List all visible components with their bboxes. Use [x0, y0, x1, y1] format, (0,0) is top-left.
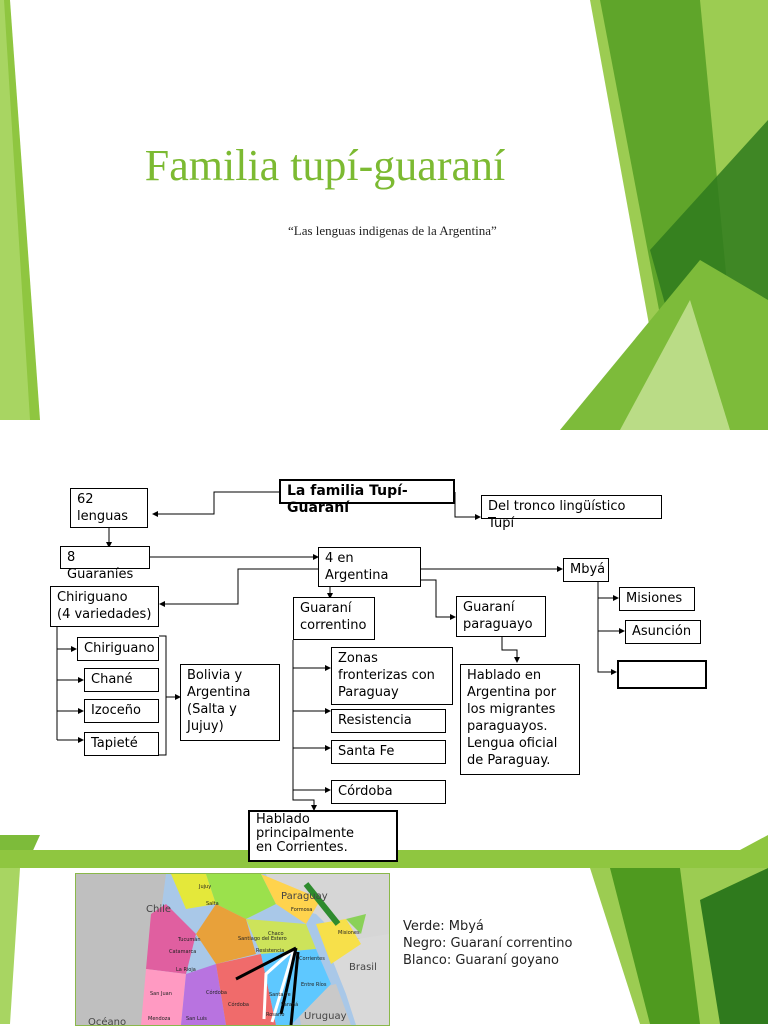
map-city-resistencia: Resistencia: [256, 948, 285, 954]
map-province-santiago: Santiago del Estero: [238, 936, 287, 942]
argentina-map: Chile Paraguay Brasil Uruguay Océano Juj…: [75, 873, 390, 1026]
map-province-cordoba: Córdoba: [228, 1002, 249, 1008]
map-city-rosario: Rosario: [266, 1012, 285, 1018]
map-province-jujuy: Jujuy: [199, 884, 212, 890]
node-izoceno: Izoceño: [84, 699, 159, 723]
node-tronco: Del tronco lingüístico Tupí: [481, 495, 662, 531]
map-province-sanjuan: San Juan: [150, 991, 172, 997]
slide-title: Familia tupí-guaraní: [144, 141, 506, 190]
node-correntino-note: Hablado principalmente en Corrientes.: [248, 810, 398, 862]
map-province-mendoza: Mendoza: [148, 1016, 171, 1022]
map-label-chile: Chile: [146, 904, 172, 915]
map-province-formosa: Formosa: [291, 907, 313, 913]
node-correntino: Guaraní correntino: [293, 597, 375, 640]
node-misiones: Misiones: [619, 587, 695, 611]
legend-blanco: Blanco: Guaraní goyano: [403, 953, 559, 968]
node-paraguayo-note: Hablado en Argentina por los migrantes p…: [460, 664, 580, 775]
node-santa-fe: Santa Fe: [331, 740, 446, 764]
map-province-santafe: Santa Fe: [269, 992, 291, 998]
map-label-brasil: Brasil: [349, 962, 377, 973]
map-province-entrerios: Entre Ríos: [301, 982, 327, 988]
map-legend: Verde: Mbyá Negro: Guaraní correntino Bl…: [403, 918, 573, 969]
map-city-parana: Paraná: [281, 1002, 299, 1008]
map-province-catamarca: Catamarca: [169, 949, 197, 955]
map-province-tucuman: Tucumán: [178, 937, 201, 943]
node-tapiete: Tapieté: [84, 732, 159, 756]
map-province-sanluis: San Luis: [186, 1016, 207, 1022]
node-mbya: Mbyá: [563, 558, 609, 582]
node-root: La familia Tupí-Guaraní: [279, 479, 455, 516]
map-label-uruguay: Uruguay: [304, 1011, 347, 1022]
node-chane: Chané: [84, 668, 159, 692]
node-zonas: Zonas fronterizas con Paraguay: [331, 647, 453, 705]
node-paraguayo: Guaraní paraguayo: [456, 596, 546, 637]
legend-verde: Verde: Mbyá: [403, 919, 484, 934]
node-resistencia: Resistencia: [331, 709, 446, 733]
map-province-larioja: La Rioja: [176, 967, 196, 973]
map-province-chaco: Chaco: [268, 931, 284, 937]
node-4-argentina: 4 en Argentina: [318, 547, 421, 587]
node-8-guaranies: 8 Guaraníes: [60, 546, 150, 582]
map-province-corrientes: Corrientes: [299, 956, 325, 962]
node-mbya-empty: [617, 660, 707, 689]
node-cordoba: Córdoba: [331, 780, 446, 804]
legend-negro: Negro: Guaraní correntino: [403, 936, 573, 951]
map-label-oceano: Océano: [88, 1017, 127, 1026]
node-62-lenguas: 62 lenguas: [70, 488, 148, 528]
node-chiriguano: Chiriguano: [77, 637, 159, 661]
map-province-misiones: Misiones: [338, 930, 360, 936]
node-asuncion: Asunción: [625, 620, 701, 644]
node-bolivia: Bolivia y Argentina (Salta y Jujuy): [180, 664, 280, 741]
slide-subtitle: “Las lenguas indigenas de la Argentina”: [288, 223, 497, 238]
map-province-salta: Salta: [206, 901, 219, 907]
map-drawing: [76, 874, 389, 1025]
map-label-paraguay: Paraguay: [281, 891, 328, 902]
node-chiriguano-group: Chiriguano (4 variedades): [50, 586, 159, 627]
map-city-cordoba: Córdoba: [206, 990, 227, 996]
